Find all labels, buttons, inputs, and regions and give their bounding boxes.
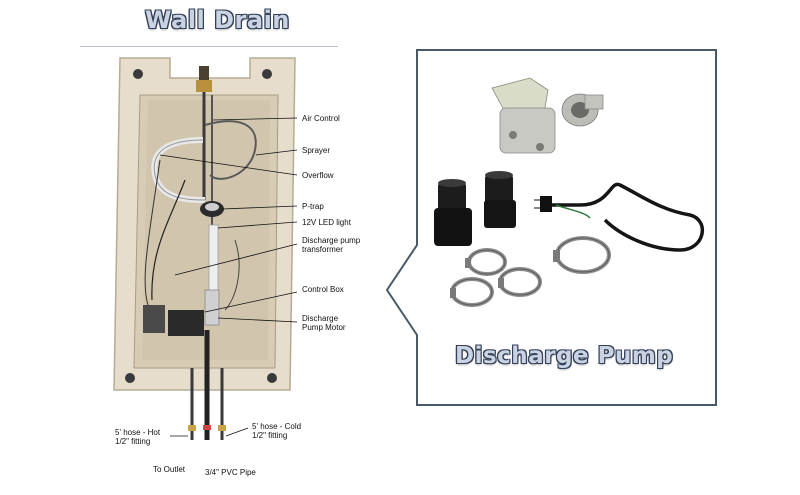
power-cord <box>534 182 705 252</box>
label-to-outlet: To Outlet <box>153 465 186 474</box>
label-overflow: Overflow <box>302 171 334 180</box>
label-cold-hose: 5' hose - Cold 1/2" fitting <box>252 422 301 440</box>
label-led-light: 12V LED light <box>302 218 351 227</box>
title-divider <box>80 46 338 47</box>
label-pvc-pipe: 3/4" PVC Pipe <box>205 468 256 477</box>
label-transformer-line1: Discharge pump <box>302 236 361 245</box>
label-cold-line1: 5' hose - Cold <box>252 422 302 431</box>
label-sprayer: Sprayer <box>302 146 331 155</box>
label-air-control: Air Control <box>302 114 340 123</box>
discharge-pump-title: Discharge Pump <box>455 343 674 369</box>
label-control-box: Control Box <box>302 285 344 294</box>
rubber-couplings <box>434 171 516 246</box>
label-hot-line2: 1/2" fitting <box>115 437 151 446</box>
label-motor: Discharge Pump Motor <box>302 314 346 332</box>
wall-drain-title: Wall Drain <box>145 6 290 34</box>
label-transformer: Discharge pump transformer <box>302 236 360 254</box>
label-p-trap: P-trap <box>302 202 324 211</box>
pump-unit <box>491 77 604 154</box>
label-motor-line2: Pump Motor <box>302 323 346 332</box>
label-motor-line1: Discharge <box>302 314 339 323</box>
label-hot-line1: 5' hose - Hot <box>115 428 161 437</box>
label-cold-line2: 1/2" fitting <box>252 431 288 440</box>
label-transformer-line2: transformer <box>302 245 343 254</box>
label-hot-hose: 5' hose - Hot 1/2" fitting <box>115 428 160 446</box>
